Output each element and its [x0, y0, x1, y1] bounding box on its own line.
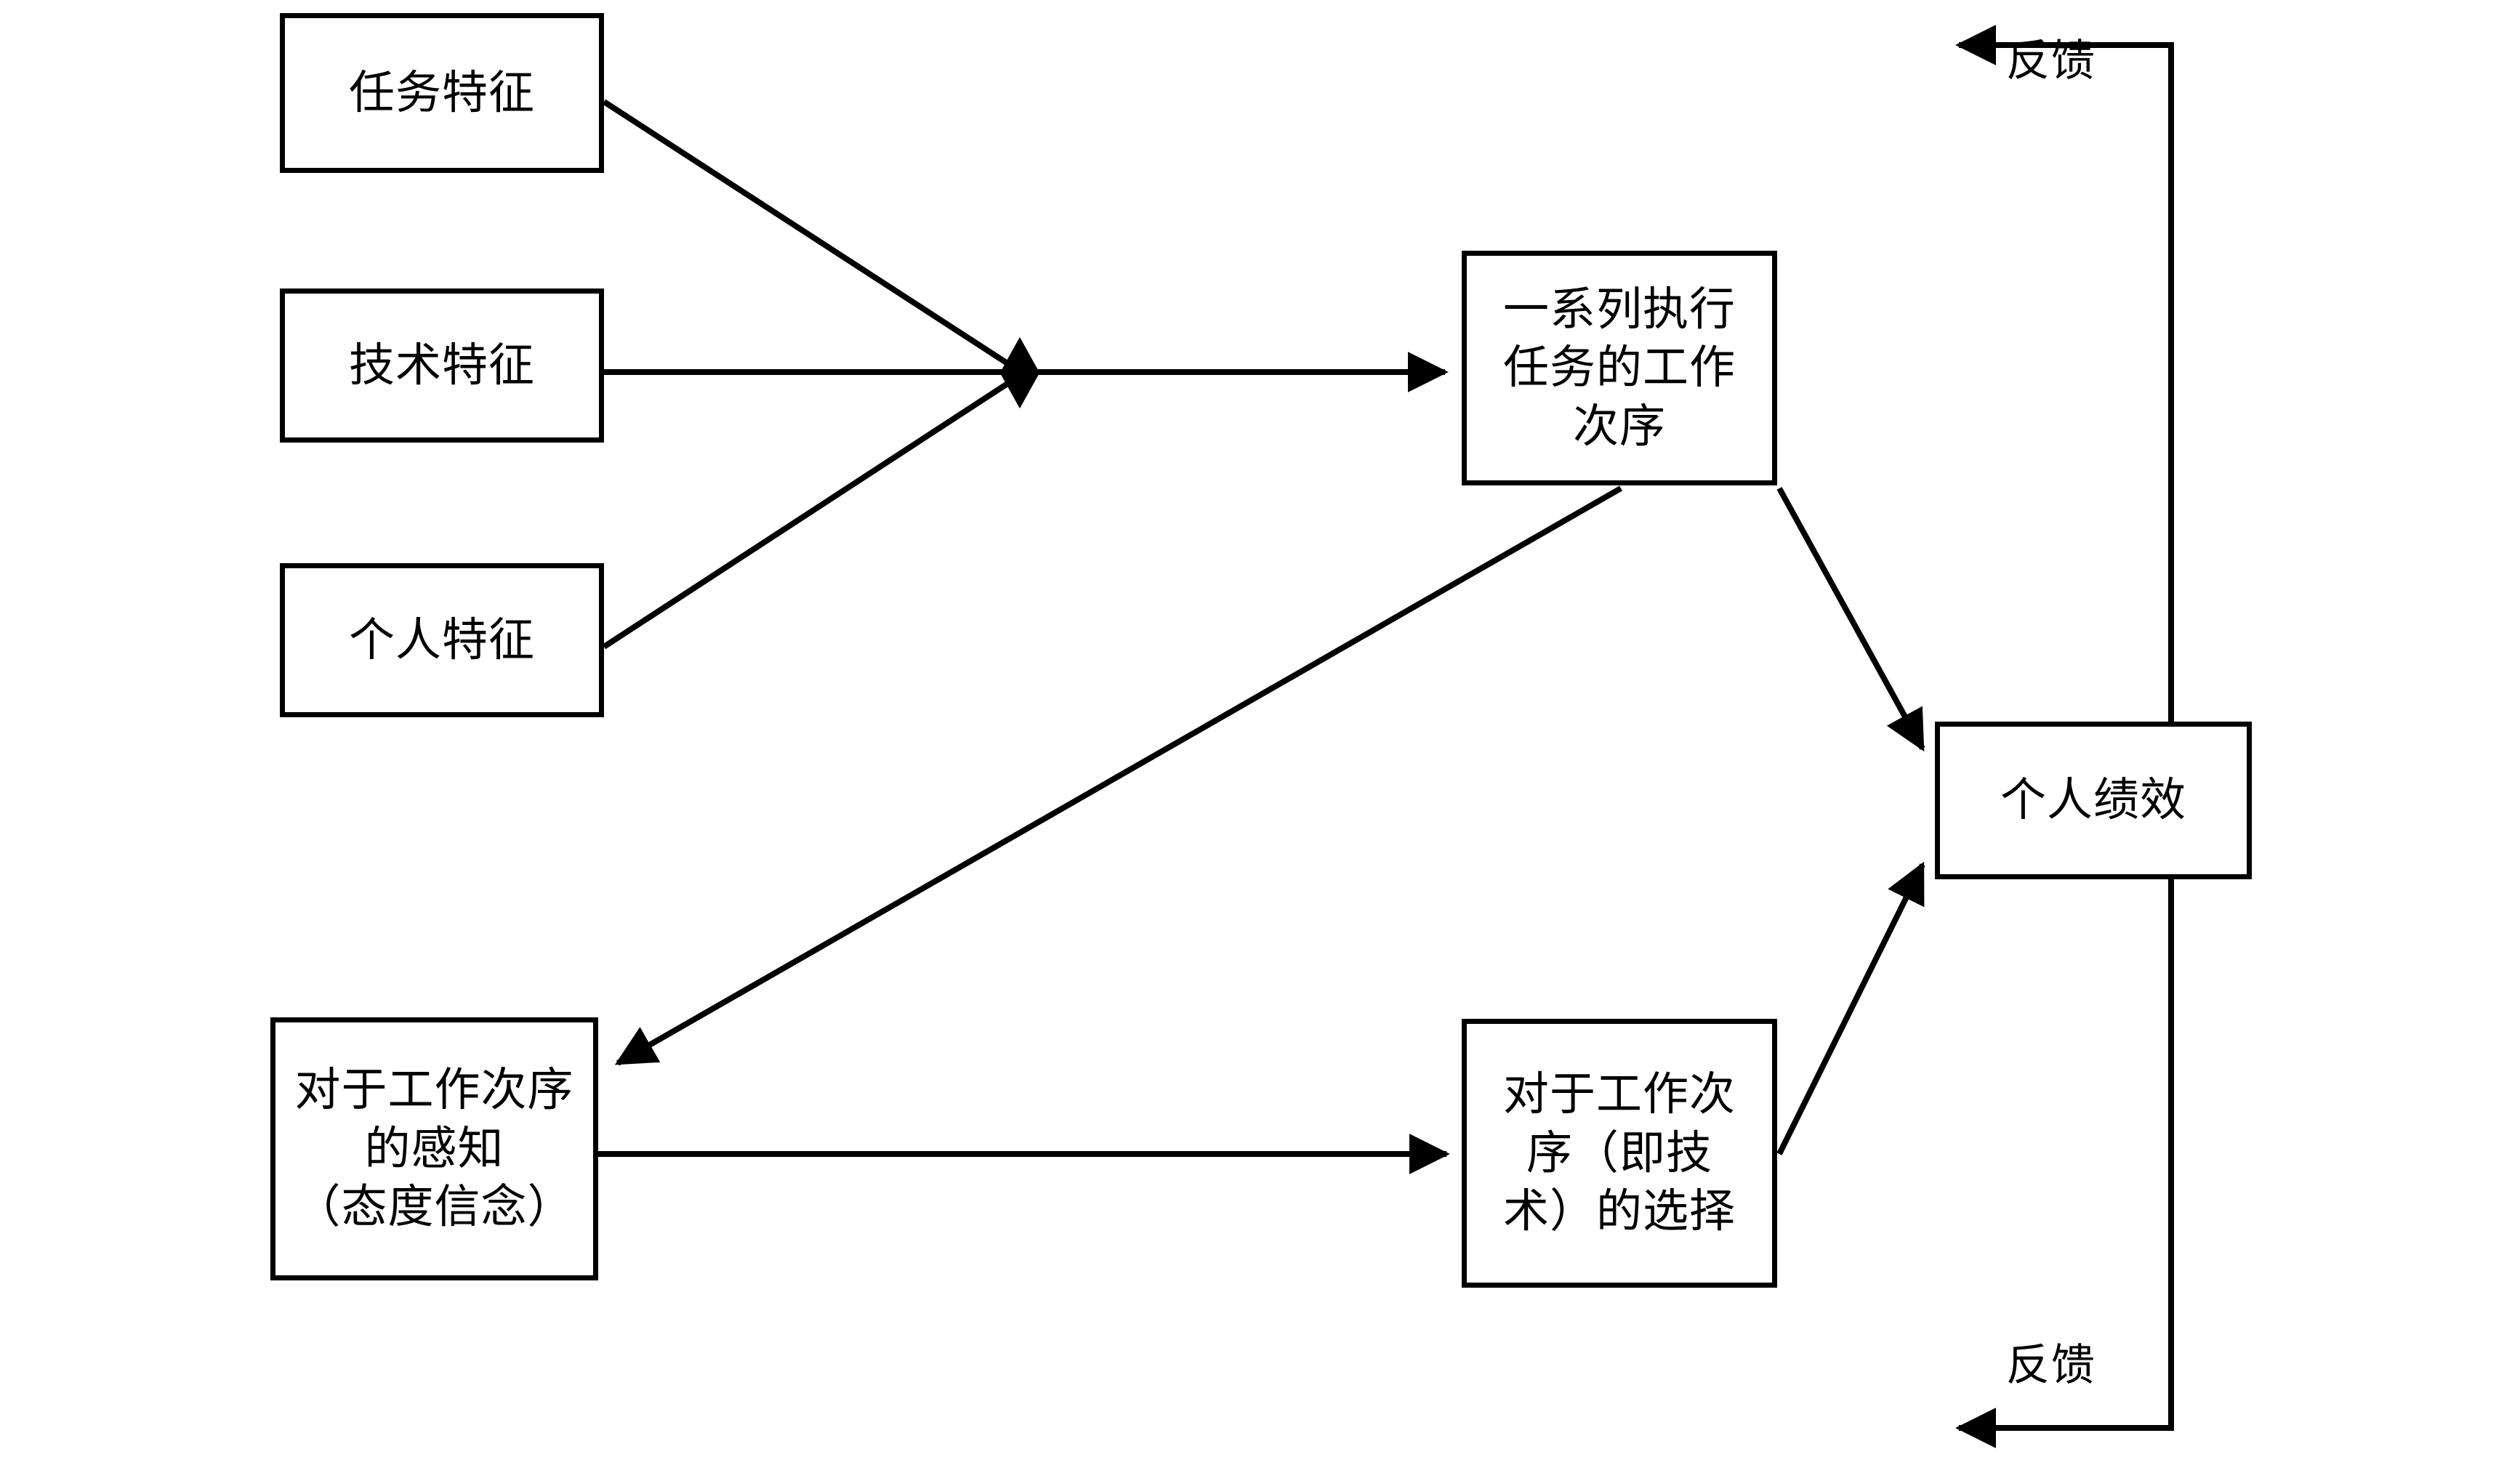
- edge-performance-feedback-top: [1955, 25, 2174, 722]
- edge-individual-to-junction: [602, 381, 1010, 650]
- edge-task-to-junction: [602, 99, 1010, 366]
- node-label-perception-of-work-sequence: 对于工作次序 的感知 （态度信念）: [294, 1065, 574, 1233]
- node-series-of-task-steps[interactable]: 一系列执行 任务的工作 次序: [1462, 251, 1777, 485]
- node-label-series-of-task-steps: 一系列执行 任务的工作 次序: [1503, 283, 1736, 452]
- edge-series-to-perception: [614, 485, 1622, 1066]
- node-label-task-characteristics: 任务特征: [349, 67, 535, 118]
- edge-series-to-performance: [1776, 487, 1925, 752]
- node-individual-performance[interactable]: 个人绩效: [1935, 722, 2252, 879]
- node-label-individual-characteristics: 个人特征: [349, 614, 535, 666]
- edge-label-feedback-top: 反馈: [2006, 37, 2096, 85]
- node-choice-of-work-sequence[interactable]: 对于工作次 序（即技 术）的选择: [1462, 1019, 1777, 1288]
- node-technology-characteristics[interactable]: 技术特征: [280, 288, 604, 443]
- edge-performance-feedback-bottom: [1955, 879, 2174, 1448]
- edge-label-feedback-bottom: 反馈: [2006, 1341, 2096, 1389]
- node-individual-characteristics[interactable]: 个人特征: [280, 563, 604, 717]
- node-label-choice-of-work-sequence: 对于工作次 序（即技 术）的选择: [1503, 1069, 1736, 1238]
- node-label-individual-performance: 个人绩效: [2000, 775, 2186, 826]
- edge-choice-to-performance: [1776, 861, 1925, 1155]
- convergence-diamond: [999, 336, 1040, 409]
- node-perception-of-work-sequence[interactable]: 对于工作次序 的感知 （态度信念）: [270, 1017, 598, 1280]
- node-label-technology-characteristics: 技术特征: [349, 339, 535, 391]
- node-task-characteristics[interactable]: 任务特征: [280, 13, 604, 173]
